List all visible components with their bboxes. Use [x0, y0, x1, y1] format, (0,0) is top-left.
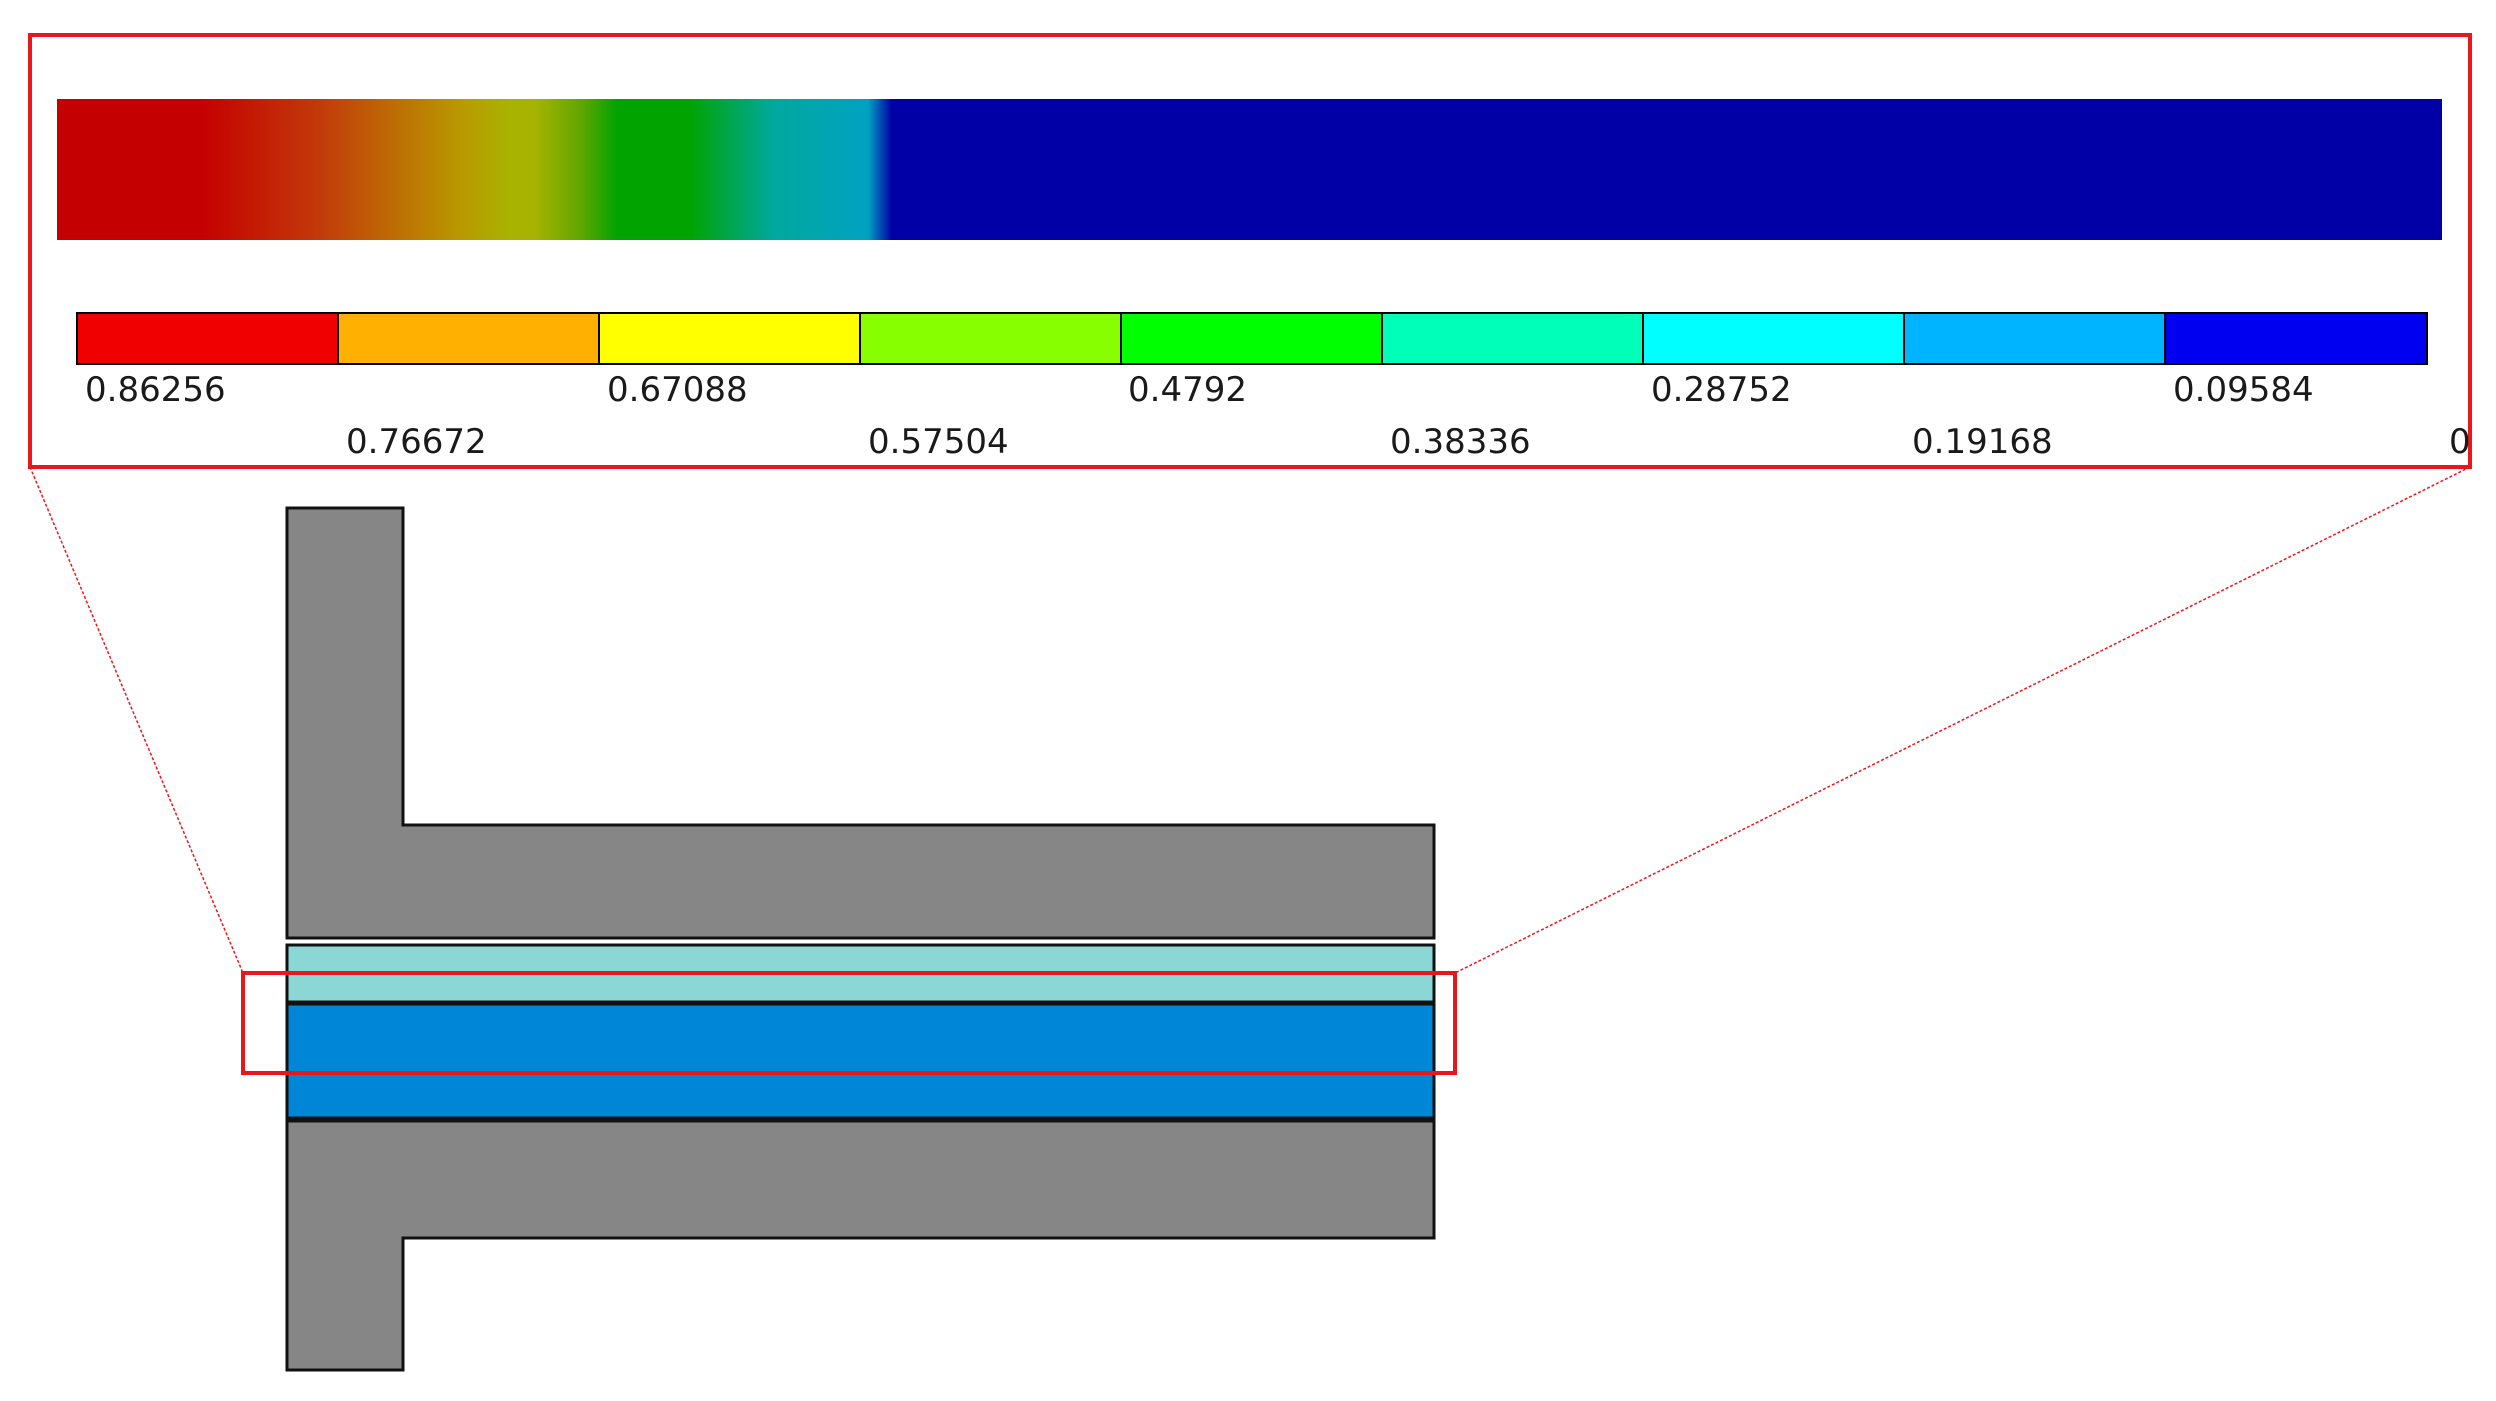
legend-tick-label: 0.09584: [2173, 370, 2314, 410]
legend-tick-label: 0.76672: [346, 422, 487, 462]
zoom-panel-border: [28, 33, 2472, 469]
zoom-highlight-box: [241, 971, 1457, 1075]
legend-segment: [337, 312, 600, 365]
legend-segment: [1903, 312, 2166, 365]
legend-segment: [859, 312, 1122, 365]
legend-segment: [598, 312, 861, 365]
legend-segment: [1642, 312, 1905, 365]
legend-tick-label: 0.28752: [1651, 370, 1792, 410]
legend-tick-label: 0.19168: [1912, 422, 2053, 462]
lower-wall: [285, 1119, 1436, 1372]
legend-tick-label: 0.67088: [607, 370, 748, 410]
legend-tick-label: 0.86256: [85, 370, 226, 410]
lower-layer: [285, 1002, 1436, 1120]
legend-tick-label: 0.38336: [1390, 422, 1531, 462]
contour-bar: [57, 99, 2442, 240]
legend-segment: [76, 312, 339, 365]
zoom-guide-line-right: [1454, 466, 2471, 974]
legend-segment: [1120, 312, 1383, 365]
color-legend: [76, 312, 2428, 365]
legend-tick-label: 0.57504: [868, 422, 1009, 462]
legend-tick-label: 0: [2449, 422, 2471, 462]
legend-segment: [2164, 312, 2428, 365]
legend-tick-label: 0.4792: [1128, 370, 1247, 410]
zoom-guide-line-left: [29, 466, 244, 974]
legend-segment: [1381, 312, 1644, 365]
upper-wall: [285, 506, 1436, 940]
